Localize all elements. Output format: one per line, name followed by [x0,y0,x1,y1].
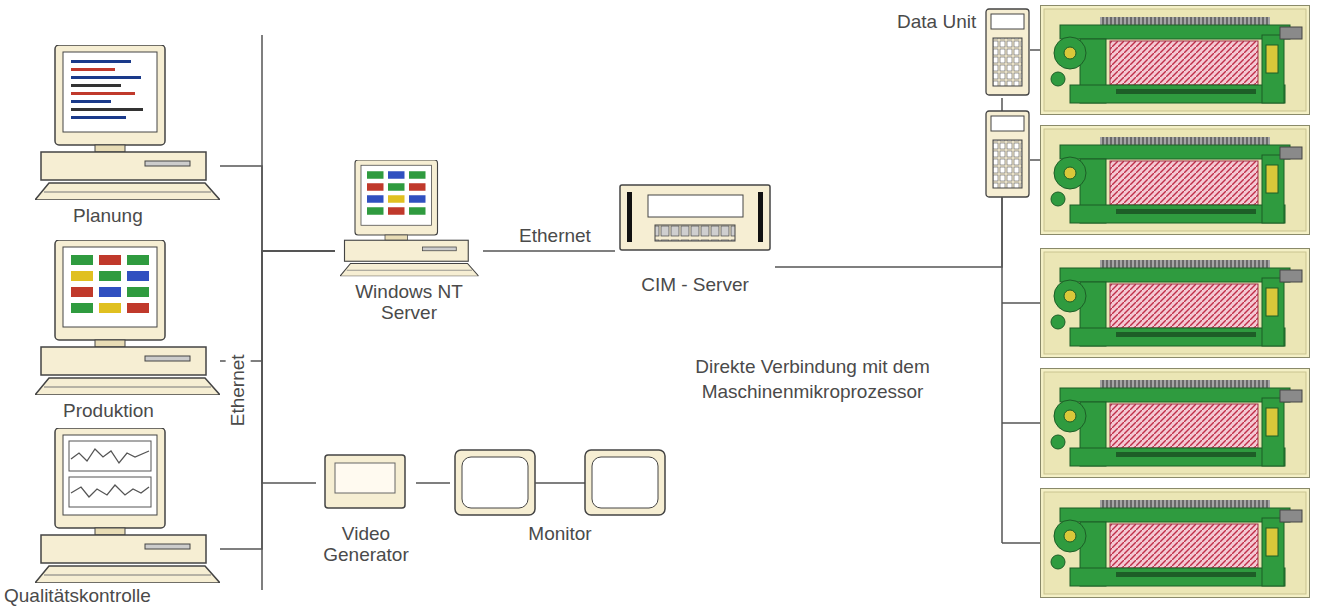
data-unit-node: Data Unit [893,4,1033,98]
production-computer [35,240,220,395]
quality-computer [35,428,220,583]
ethernet-cable [483,250,615,252]
monitor-pair [455,450,665,515]
knitting-machine [1041,249,1310,358]
ethernet-cable [416,482,450,484]
computer-node: Qualitätskontrolle [4,425,220,607]
ethernet-cable [262,251,335,483]
node-label: CIM - Server [641,275,749,296]
node-label: Data Unit [897,12,976,33]
bus-label: Ethernet [226,345,251,435]
knitting-machine [1041,489,1310,598]
node-label: Produktion [63,401,154,422]
cim-server-node: CIM - Server [615,180,775,296]
ethernet-cable [775,98,1002,267]
video-generator-box [325,455,405,508]
connector-label: Ethernet [516,226,594,247]
knitting-machine [1041,126,1310,235]
node-label: Qualitätskontrolle [4,586,151,607]
node-label: Planung [73,206,143,227]
node-label: Windows NT Server [349,282,469,324]
data-unit-terminal [986,111,1029,197]
server-node: Windows NT Server [335,158,483,324]
node-label: Video Generator [318,524,414,566]
knitting-machine [1041,369,1310,478]
computer-node: Planung [28,42,220,227]
annotation-text: Direkte Verbindung mit dem Maschinenmikr… [635,355,990,404]
video-generator-node: Video Generator [316,450,416,566]
computer-node: Produktion [28,236,220,422]
node-label: Monitor [528,524,591,545]
ethernet-cable [220,166,335,251]
knitting-machine [1041,6,1310,115]
monitor-node: Monitor [450,445,670,545]
ethernet-cable [220,251,335,549]
ethernet-bus [261,35,263,590]
server-computer [340,160,479,276]
cim-server-box [620,185,770,250]
planning-computer [35,45,220,200]
data-unit-terminal [986,9,1029,95]
